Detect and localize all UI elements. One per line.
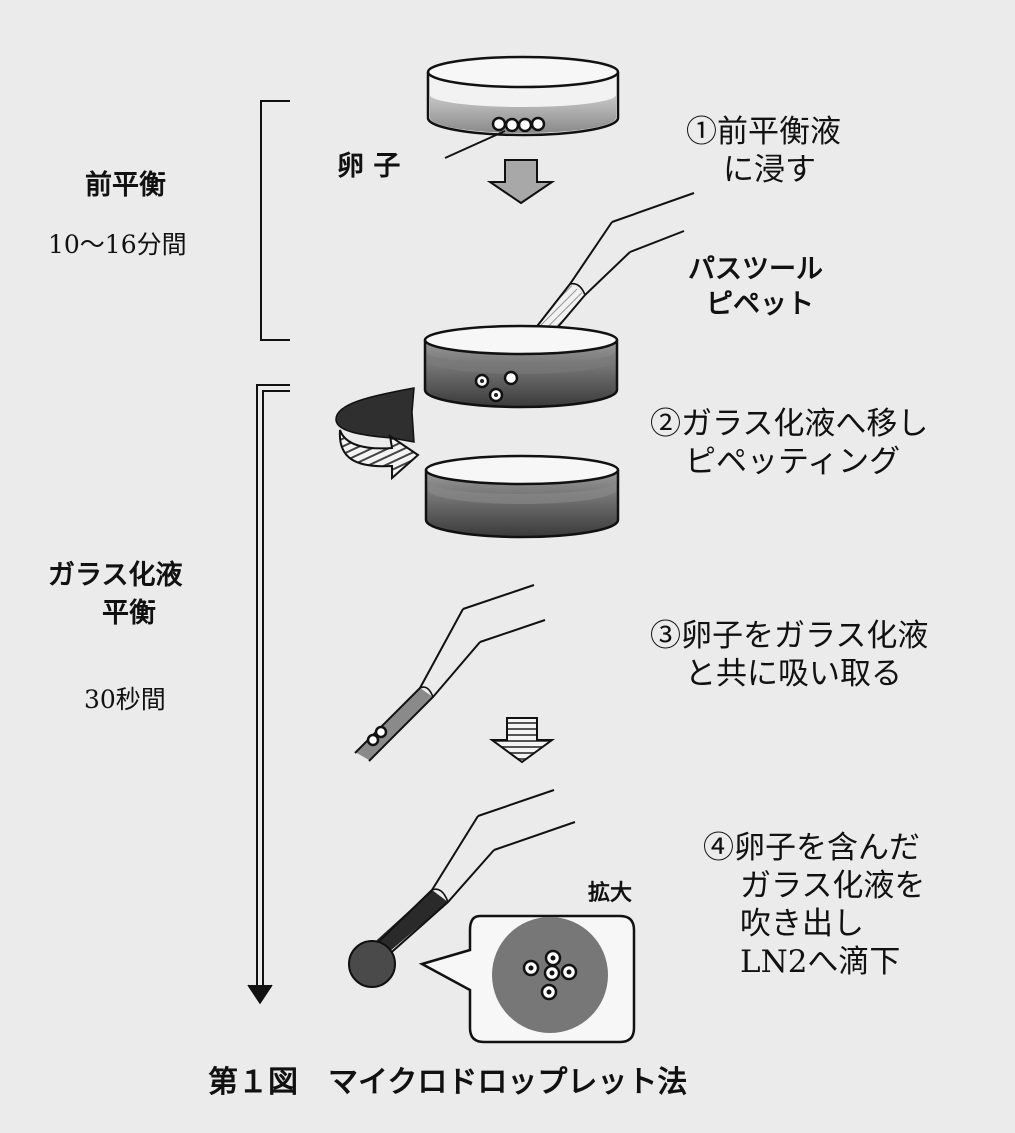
egg-cells-row [491, 116, 546, 133]
transfer-curved-arrow [335, 387, 420, 481]
zoom-label: 拡大 [588, 881, 633, 906]
dish-vitrification [424, 454, 620, 539]
egg-pointer-line [444, 130, 506, 159]
phase-vitrification-duration: 30秒間 [84, 685, 166, 714]
pasteur-pipette-2 [354, 584, 546, 762]
phase-vitrification-title-2: 平衡 [102, 598, 156, 629]
step4-line3: 吹き出し [740, 906, 864, 942]
step3-line1: ③卵子をガラス化液 [650, 618, 929, 654]
phase-pre-equilibrium-duration: 10～16分間 [48, 230, 187, 259]
vitrification-timeline-arrow [247, 384, 290, 1005]
dish-pre-equilibrium-top [426, 55, 620, 159]
droplet [348, 940, 396, 988]
pipette-label-1: パスツール [688, 254, 823, 285]
step4-line1: ④卵子を含んだ [703, 830, 920, 866]
step1-line1: ①前平衡液 [686, 114, 841, 150]
pasteur-pipette-3 [348, 789, 576, 988]
pipette-label-2: ピペット [706, 289, 814, 320]
phase-pre-equilibrium-title: 前平衡 [85, 170, 166, 201]
step4-line2: ガラス化液を [740, 868, 926, 904]
down-arrow-1 [486, 159, 556, 205]
egg-cells-in-pipette [366, 725, 388, 747]
figure-caption: 第１図 マイクロドロップレット法 [208, 1065, 688, 1100]
step2-line2: ピペッティング [685, 444, 901, 480]
step1-line2: に浸す [723, 152, 816, 188]
step4-line4: LN2へ滴下 [740, 944, 901, 980]
down-arrow-2 [488, 717, 556, 764]
egg-label: 卵 子 [337, 151, 401, 182]
dish-pre-equilibrium-pipetting [423, 324, 619, 409]
magnified-droplet-bubble [418, 914, 636, 1044]
phase-vitrification-title-1: ガラス化液 [48, 560, 183, 591]
step3-line2: と共に吸い取る [685, 656, 902, 692]
pre-equilibrium-bracket [260, 100, 290, 341]
step2-line1: ②ガラス化液へ移し [650, 406, 929, 442]
egg-cells-dish2 [474, 370, 519, 403]
